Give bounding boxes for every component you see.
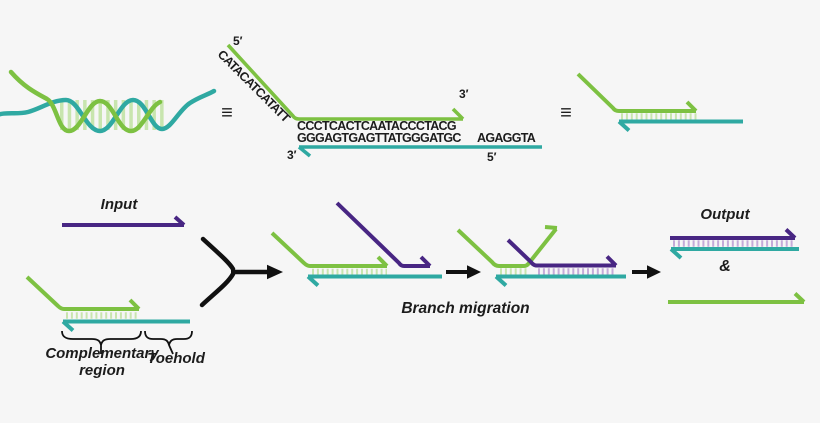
duplex-schematic [576,72,743,132]
merge-arrowhead [267,264,283,280]
ampersand-symbol: & [719,258,731,275]
three-prime-label-bottom-strand: 3′ [287,148,297,162]
input-strand [62,215,186,227]
gate-green-strand [25,275,141,311]
branch-migration-label: Branch migration [401,300,530,317]
bottom-strand-paired-sequence-text: GGGAGTGAGTTATGGGATGC [297,130,461,145]
schematic-teal-strand [617,119,743,132]
sequence-panel-strands [226,43,542,158]
toehold-brace [144,330,193,355]
reaction-arrow-3 [632,265,661,279]
arrow2-head [467,265,481,279]
merge-arrow [199,236,283,308]
output-purple-strand [670,228,797,240]
complementary-region-label: Complementary region [45,345,159,379]
gate-complex [25,275,193,355]
intermediate2-teal-strand [494,274,626,287]
bottom-strand-toehold-sequence-text: AGAGGTA [477,131,536,145]
intermediate1-green-strand [270,231,389,268]
complementary-region-brace [61,330,142,354]
input-label: Input [100,196,138,213]
toehold-label: Toehold [147,350,205,367]
intermediate-toehold-bound [270,201,442,287]
intermediate2-green-strand [456,225,558,268]
released-green-strand-line [668,292,806,304]
arrow3-head [647,265,661,279]
gate-teal-strand [61,319,190,332]
sequence-green-backbone [226,43,465,121]
intermediate2-purple-strand [506,238,618,268]
merge-arrow-curves [199,236,236,308]
output-teal-strand [669,247,799,260]
schematic-green-strand [576,72,698,113]
sequence-teal-backbone [297,145,542,158]
output-label: Output [700,206,750,223]
five-prime-label-overhang: 5′ [233,34,243,48]
equivalence-symbol-1: ≡ [221,102,233,124]
dna-helix-illustration [0,69,217,134]
helix-green-strand [8,69,163,134]
input-purple-strand [62,215,186,227]
intermediate1-purple-strand [335,201,432,268]
reaction-arrow-2 [446,265,481,279]
top-strand-sequence-text: CCCTCACTCAATACCCTACG [297,119,457,133]
released-green-strand [668,292,806,304]
five-prime-label-bottom-strand: 5′ [487,150,497,164]
intermediate1-teal-strand [306,274,442,287]
three-prime-label-top-strand: 3′ [459,87,469,101]
output-duplex [669,228,799,260]
equivalence-symbol-2: ≡ [560,102,572,124]
intermediate-branch-migration [456,225,626,287]
